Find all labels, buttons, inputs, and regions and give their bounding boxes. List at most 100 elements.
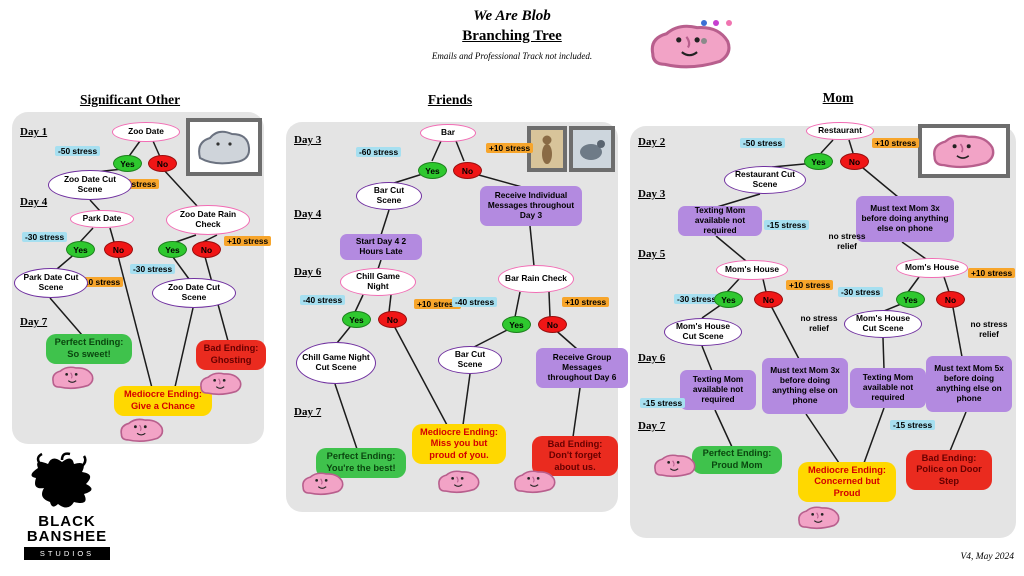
mom-no-stress-note-a: no stress relief bbox=[828, 231, 866, 251]
mom-no-stress-note-c: no stress relief bbox=[970, 319, 1008, 339]
fr-chip-minus40-a: -40 stress bbox=[300, 295, 346, 305]
mom-day-7: Day 7 bbox=[638, 420, 666, 432]
mom-chip-minus50: -50 stress bbox=[740, 138, 786, 148]
fr-blobfish-2 bbox=[438, 470, 480, 494]
node-moms-cut-left: Mom's House Cut Scene bbox=[664, 318, 742, 346]
so-chip-minus30-b: -30 stress bbox=[130, 264, 176, 274]
mom-housel-no: No bbox=[754, 291, 783, 308]
mom-blobfish-photo bbox=[918, 124, 1010, 178]
fr-bar-no: No bbox=[453, 162, 482, 179]
fr-receive-group-box: Receive Group Messages throughout Day 6 bbox=[536, 348, 628, 388]
fr-day-7: Day 7 bbox=[294, 406, 322, 418]
so-bad-ending: Bad Ending: Ghosting bbox=[196, 340, 266, 370]
panel-title-mom: Mom bbox=[822, 90, 854, 105]
node-zoo-date: Zoo Date bbox=[112, 122, 180, 142]
so-chip-plus10-c: +10 stress bbox=[224, 236, 272, 246]
mom-houser-no: No bbox=[936, 291, 965, 308]
fr-bar-yes: Yes bbox=[418, 162, 447, 179]
node-chill-game-night: Chill Game Night bbox=[340, 268, 416, 296]
node-moms-house-right: Mom's House bbox=[896, 258, 968, 278]
node-restaurant-cut-scene: Restaurant Cut Scene bbox=[724, 166, 806, 194]
fr-chip-minus60: -60 stress bbox=[356, 147, 402, 157]
fr-rain-no: No bbox=[538, 316, 567, 333]
so-chip-minus30-a: -30 stress bbox=[22, 232, 68, 242]
key-swatch-magenta bbox=[713, 20, 720, 26]
mom-chip-plus10-l: +10 stress bbox=[786, 280, 834, 290]
so-day-7: Day 7 bbox=[20, 316, 48, 328]
mom-mediocre-ending: Mediocre Ending: Concerned but Proud bbox=[798, 462, 896, 502]
fr-blobfish-3 bbox=[514, 470, 556, 494]
so-perfect-ending: Perfect Ending: So sweet! bbox=[46, 334, 132, 364]
so-rain-yes: Yes bbox=[158, 241, 187, 258]
mom-chip-plus10-a: +10 stress bbox=[872, 138, 920, 148]
so-park-yes: Yes bbox=[66, 241, 95, 258]
logo-word-studios: STUDIOS bbox=[24, 547, 110, 560]
panel-title-friends: Friends bbox=[427, 92, 473, 107]
so-chip-plus10-b: +10 stress bbox=[76, 277, 124, 287]
fr-day-6: Day 6 bbox=[294, 266, 322, 278]
so-day-1: Day 1 bbox=[20, 126, 48, 138]
mom-perfect-ending: Perfect Ending: Proud Mom bbox=[692, 446, 782, 474]
grey-blob-drawing bbox=[198, 130, 251, 165]
fr-chip-minus40-b: -40 stress bbox=[452, 297, 498, 307]
mom-day-3: Day 3 bbox=[638, 188, 666, 200]
node-park-cut-scene: Park Date Cut Scene bbox=[14, 268, 88, 298]
version-label: V4, May 2024 bbox=[960, 552, 1014, 562]
mom-rest-yes: Yes bbox=[804, 153, 833, 170]
mom-texting-box-b: Texting Mom available not required bbox=[680, 370, 756, 410]
page-subtitle: Branching Tree bbox=[462, 28, 562, 44]
fr-chip-plus10-c: +10 stress bbox=[562, 297, 610, 307]
mom-chip-plus10-r: +10 stress bbox=[968, 268, 1016, 278]
color-key bbox=[700, 14, 740, 50]
mom-chip-minus30-r: -30 stress bbox=[838, 287, 884, 297]
node-zoo-cut-scene: Zoo Date Cut Scene bbox=[48, 170, 132, 200]
fr-chip-plus10-a: +10 stress bbox=[486, 143, 534, 153]
key-swatch-pink bbox=[725, 20, 732, 26]
fr-day-4: Day 4 bbox=[294, 208, 322, 220]
meerkat-drawing bbox=[542, 135, 552, 164]
fr-chill-no: No bbox=[378, 311, 407, 328]
fr-start-late-box: Start Day 4 2 Hours Late bbox=[340, 234, 422, 260]
mom-day-2: Day 2 bbox=[638, 136, 666, 148]
fr-blobfish-1 bbox=[302, 472, 344, 496]
so-day-4: Day 4 bbox=[20, 196, 48, 208]
node-restaurant: Restaurant bbox=[806, 122, 874, 140]
banshee-ink-icon bbox=[31, 452, 92, 508]
fr-rain-yes: Yes bbox=[502, 316, 531, 333]
so-chip-plus10-a: +10 stress bbox=[112, 179, 160, 189]
fr-receive-individual-box: Receive Individual Messages throughout D… bbox=[480, 186, 582, 226]
so-mediocre-ending: Mediocre Ending: Give a Chance bbox=[114, 386, 212, 416]
node-park-date: Park Date bbox=[70, 210, 134, 228]
fr-mediocre-ending: Mediocre Ending: Miss you but proud of y… bbox=[412, 424, 506, 464]
node-chill-cut-scene: Chill Game Night Cut Scene bbox=[296, 342, 376, 384]
node-zoo-rain-check: Zoo Date Rain Check bbox=[166, 205, 250, 235]
so-chip-minus50: -50 stress bbox=[55, 146, 101, 156]
so-zoo-no: No bbox=[148, 155, 177, 172]
key-swatch-grey bbox=[701, 38, 707, 44]
fr-chip-plus10-b: +10 stress bbox=[414, 299, 462, 309]
mom-blobfish-drawing bbox=[933, 134, 995, 169]
key-swatch-blue bbox=[701, 20, 707, 26]
mom-no-stress-note-b: no stress relief bbox=[800, 313, 838, 333]
mom-chip-minus15-b: -15 stress bbox=[640, 398, 686, 408]
fr-day-3: Day 3 bbox=[294, 134, 322, 146]
mom-text5x-box: Must text Mom 5x before doing anything e… bbox=[926, 356, 1012, 412]
mom-texting-box-c: Texting Mom available not required bbox=[850, 368, 926, 408]
pigeon-photo bbox=[569, 126, 615, 172]
mom-blobfish-2 bbox=[798, 506, 840, 530]
node-bar-cut-scene: Bar Cut Scene bbox=[356, 182, 422, 210]
mom-texting-box-a: Texting Mom available not required bbox=[678, 205, 762, 236]
so-blobfish-3 bbox=[120, 418, 164, 443]
mom-houser-yes: Yes bbox=[896, 291, 925, 308]
page-title: We Are Blob bbox=[473, 8, 551, 24]
mom-rest-no: No bbox=[840, 153, 869, 170]
mom-housel-yes: Yes bbox=[714, 291, 743, 308]
page-note: Emails and Professional Track not includ… bbox=[431, 51, 593, 61]
mom-day-5: Day 5 bbox=[638, 248, 666, 260]
so-rain-no: No bbox=[192, 241, 221, 258]
node-zoo-cut-scene-2: Zoo Date Cut Scene bbox=[152, 278, 236, 308]
mom-text3x-box-b: Must text Mom 3x before doing anything e… bbox=[762, 358, 848, 414]
node-moms-cut-right: Mom's House Cut Scene bbox=[844, 310, 922, 338]
mom-chip-minus15-c: -15 stress bbox=[890, 420, 936, 430]
node-bar-rain-check: Bar Rain Check bbox=[498, 265, 574, 293]
